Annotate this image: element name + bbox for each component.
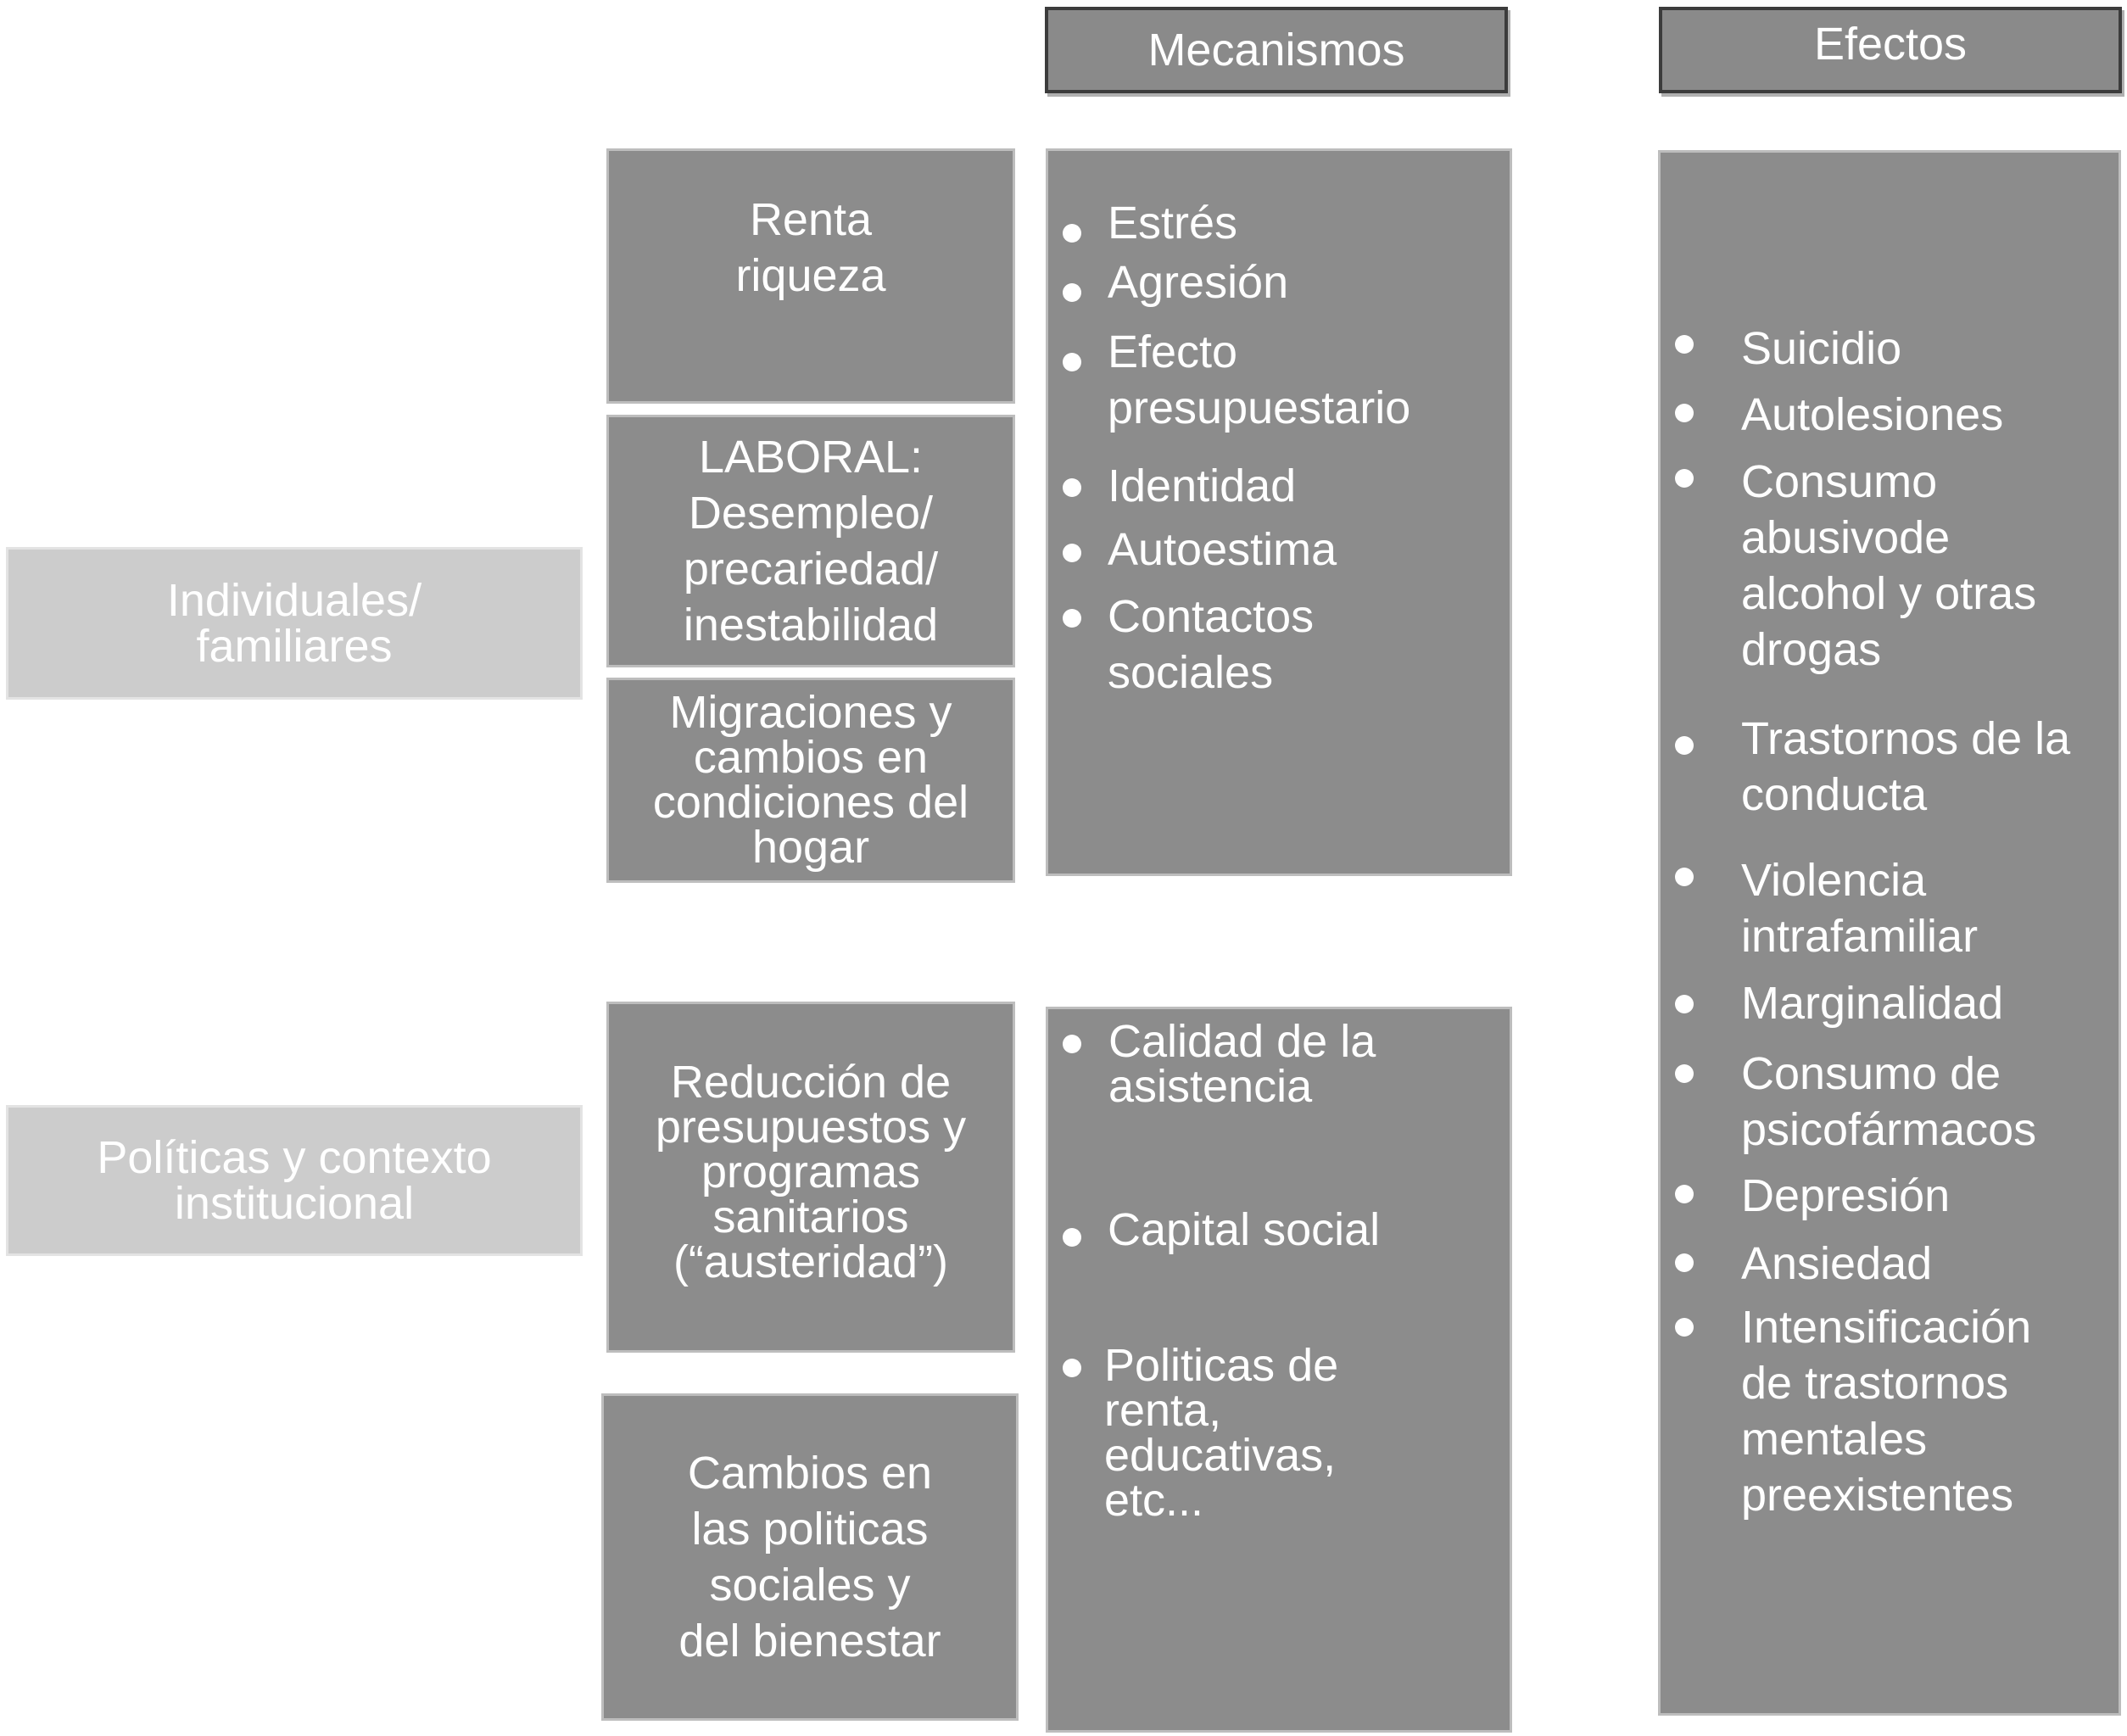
bullet-icon bbox=[1063, 1359, 1081, 1377]
bullet-text: abusivode bbox=[1741, 512, 1951, 563]
bullet-text: Consumo bbox=[1741, 456, 1938, 507]
cause-label-line: precariedad/ bbox=[683, 544, 939, 594]
cause-label-line: LABORAL: bbox=[698, 432, 924, 483]
mechanisms-individual-box: Estrés Agresión Efecto presupuestario Id… bbox=[1048, 151, 1510, 874]
cause-label-line: condiciones del bbox=[652, 777, 969, 828]
bullet-icon bbox=[1063, 544, 1081, 562]
cause-label-line: programas bbox=[701, 1147, 921, 1197]
cause-label-line: presupuestos y bbox=[655, 1102, 967, 1153]
group-politicas-contexto: Políticas y contexto institucional bbox=[8, 1108, 580, 1253]
bullet-icon bbox=[1675, 469, 1694, 488]
bullet-icon bbox=[1063, 478, 1081, 497]
cause-label-line: Cambios en bbox=[687, 1448, 933, 1499]
cause-renta-riqueza: Renta riqueza bbox=[609, 151, 1013, 401]
bullet-text: de trastornos bbox=[1741, 1358, 2009, 1409]
header-mecanismos-label: Mecanismos bbox=[1147, 25, 1405, 75]
bullet-icon bbox=[1675, 1185, 1694, 1203]
header-mecanismos: Mecanismos bbox=[1045, 7, 1508, 93]
bullet-text: alcohol y otras bbox=[1741, 568, 2037, 619]
bullet-text: Marginalidad bbox=[1741, 978, 2004, 1029]
bullet-text: Suicidio bbox=[1741, 323, 1902, 374]
bullet-text: Trastornos de la bbox=[1741, 713, 2071, 764]
bullet-text: Consumo de bbox=[1741, 1048, 2001, 1099]
bullet-text: Capital social bbox=[1108, 1204, 1381, 1255]
bullet-text: Identidad bbox=[1108, 461, 1297, 511]
bullet-text: Calidad de la bbox=[1108, 1016, 1376, 1067]
bullet-text: Autoestima bbox=[1108, 524, 1337, 575]
cause-label-line: inestabilidad bbox=[683, 600, 939, 650]
bullet-text: educativas, bbox=[1104, 1430, 1337, 1481]
mechanisms-policy-box: Calidad de la asistencia Capital social … bbox=[1048, 1009, 1510, 1730]
bullet-icon bbox=[1063, 353, 1081, 371]
bullet-text: Agresión bbox=[1108, 257, 1289, 308]
cause-label-line: Reducción de bbox=[670, 1057, 952, 1108]
bullet-text: preexistentes bbox=[1741, 1470, 2014, 1521]
group-label-line: institucional bbox=[174, 1178, 415, 1229]
cause-label-line: hogar bbox=[751, 822, 870, 873]
bullet-icon bbox=[1675, 736, 1694, 755]
cause-label-line: (“austeridad”) bbox=[673, 1236, 949, 1287]
group-label-line: Individuales/ bbox=[166, 575, 422, 626]
cause-label-line: Migraciones y bbox=[669, 687, 952, 738]
group-label-line: familiares bbox=[196, 621, 393, 672]
bullet-text: Autolesiones bbox=[1741, 389, 2004, 440]
bullet-text: Estrés bbox=[1108, 198, 1238, 248]
bullet-text: presupuestario bbox=[1108, 382, 1411, 433]
bullet-text: Depresión bbox=[1741, 1170, 1951, 1221]
bullet-text: Ansiedad bbox=[1741, 1238, 1933, 1289]
bullet-text: intrafamiliar bbox=[1741, 911, 1979, 962]
bullet-text: asistencia bbox=[1108, 1061, 1313, 1112]
bullet-icon bbox=[1675, 995, 1694, 1013]
group-individuales-familiares: Individuales/ familiares bbox=[8, 550, 580, 697]
cause-cambios-politicas: Cambios en las politicas sociales y del … bbox=[604, 1396, 1016, 1718]
bullet-icon bbox=[1675, 404, 1694, 422]
cause-label-line: las politicas bbox=[691, 1504, 929, 1555]
bullet-text: Violencia bbox=[1741, 855, 1927, 906]
cause-label-line: cambios en bbox=[693, 732, 929, 783]
cause-reduccion-presupuestos: Reducción de presupuestos y programas sa… bbox=[609, 1004, 1013, 1350]
bullet-icon bbox=[1675, 1064, 1694, 1083]
bullet-icon bbox=[1063, 224, 1081, 243]
bullet-text: conducta bbox=[1741, 769, 1928, 820]
bullet-text: Efecto bbox=[1108, 327, 1238, 377]
bullet-text: psicofármacos bbox=[1741, 1104, 2037, 1155]
bullet-text: Contactos bbox=[1108, 591, 1315, 642]
cause-laboral: LABORAL: Desempleo/ precariedad/ inestab… bbox=[609, 417, 1013, 665]
bullet-text: Intensificación bbox=[1741, 1302, 2032, 1353]
bullet-text: Politicas de bbox=[1104, 1340, 1339, 1391]
effects-box: Suicidio Autolesiones Consumo abusivode … bbox=[1661, 153, 2119, 1713]
bullet-icon bbox=[1675, 1318, 1694, 1337]
cause-migraciones: Migraciones y cambios en condiciones del… bbox=[609, 680, 1013, 880]
header-efectos-label: Efectos bbox=[1813, 19, 1968, 70]
header-efectos: Efectos bbox=[1659, 7, 2122, 93]
bullet-icon bbox=[1063, 1228, 1081, 1247]
cause-label-line: sanitarios bbox=[712, 1192, 909, 1242]
bullet-icon bbox=[1063, 1035, 1081, 1053]
bullet-icon bbox=[1675, 868, 1694, 886]
bullet-icon bbox=[1675, 1253, 1694, 1272]
cause-label-line: Renta bbox=[749, 194, 873, 245]
bullet-icon bbox=[1063, 609, 1081, 628]
group-label-line: Políticas y contexto bbox=[97, 1132, 492, 1183]
bullet-text: mentales bbox=[1741, 1414, 1928, 1465]
cause-label-line: Desempleo/ bbox=[688, 488, 934, 539]
bullet-text: etc... bbox=[1104, 1475, 1204, 1526]
bullet-text: renta, bbox=[1104, 1385, 1222, 1436]
bullet-icon bbox=[1063, 283, 1081, 302]
cause-label-line: del bienestar bbox=[678, 1616, 941, 1666]
bullet-text: sociales bbox=[1108, 647, 1274, 698]
cause-label-line: sociales y bbox=[709, 1560, 911, 1610]
bullet-icon bbox=[1675, 335, 1694, 354]
bullet-text: drogas bbox=[1741, 624, 1882, 675]
cause-label-line: riqueza bbox=[735, 250, 886, 301]
